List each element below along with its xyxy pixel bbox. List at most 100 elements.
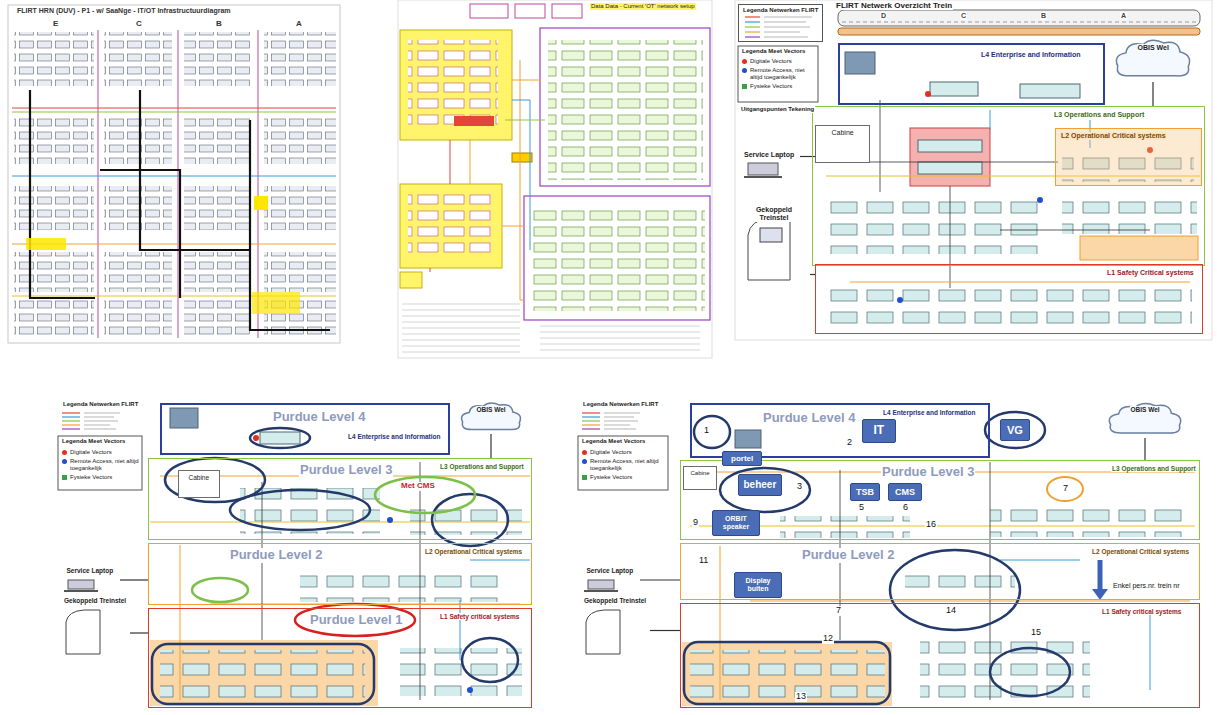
- callout-number: 2: [846, 438, 853, 448]
- region-label: L3 Operations and Support: [1111, 465, 1197, 472]
- car-letter: B: [1040, 12, 1047, 20]
- legend-entry: Fysieke Vectors: [742, 83, 816, 90]
- annotation-note: Met CMS: [400, 482, 436, 491]
- car-letter: C: [960, 12, 967, 20]
- callout-number: 11: [698, 556, 709, 566]
- legend-title: Legenda Meet Vectors: [741, 48, 806, 55]
- callout-number: 3: [796, 482, 803, 492]
- panel-title: FLIRT Netwerk Overzicht Trein: [835, 1, 953, 10]
- safety-level-region: L1 Safety Critical systems: [815, 264, 1203, 334]
- column-letter: C: [135, 20, 143, 29]
- annotation-tag: ORBIT speaker: [712, 510, 760, 536]
- column-letter: B: [215, 20, 223, 29]
- annotation-tag: beheer: [738, 474, 782, 496]
- device-block: Service Laptop: [580, 566, 640, 594]
- legend-swatch: [62, 459, 67, 464]
- box-label: Cabine: [831, 129, 855, 137]
- cabin-box: Cabine: [178, 470, 220, 498]
- tag-label: CMS: [894, 487, 916, 497]
- annotation-tag: Display buiten: [734, 572, 782, 598]
- region-label: Purdue Level 2: [801, 548, 895, 563]
- diagram-panel: FLIRT Netwerk Overzicht TreinLegenda Net…: [735, 0, 1212, 340]
- region-label: L2 Operational Critical systems: [424, 548, 523, 555]
- tag-label: VG: [1006, 424, 1024, 437]
- network-setup-thumbnail: [398, 0, 712, 358]
- legend-title: Legenda Netwerken FLIRT: [742, 7, 819, 14]
- device-label: Service Laptop: [743, 151, 795, 159]
- legend-swatch: [582, 450, 587, 455]
- legend-swatch: [742, 68, 747, 73]
- enterprise-level-region: Purdue Level 4L4 Enterprise and Informat…: [690, 403, 990, 458]
- box-label: Cabine: [188, 474, 211, 481]
- cabin-box: Cabine: [815, 125, 870, 163]
- callout-number: 14: [945, 606, 957, 616]
- device-block: Service Laptop: [738, 150, 800, 182]
- legend-text: Digitale Vectors: [750, 58, 816, 65]
- legend-entry: Digitale Vectors: [62, 449, 140, 456]
- car-letter: D: [880, 12, 887, 20]
- panel-title: Data Data - Current 'OT' network setup: [590, 3, 696, 10]
- tag-label: beheer: [743, 479, 778, 491]
- tag-label: IT: [873, 424, 886, 438]
- cabin-box: Cabine: [683, 466, 717, 490]
- legend-title: Legenda Netwerken FLIRT: [62, 401, 139, 408]
- connector-line: [650, 630, 680, 631]
- connector-line: [130, 632, 148, 633]
- callout-number: 6: [902, 503, 909, 513]
- connector-line: [640, 579, 680, 580]
- callout-number: 15: [1030, 628, 1042, 638]
- legend-text: Remote Access, niet altijd toegankelijk: [750, 67, 816, 81]
- callout-number: 7: [835, 606, 842, 616]
- region-label: L3 Operations and Support: [439, 463, 525, 470]
- callout-number: 16: [925, 520, 937, 530]
- legend-swatch: [742, 84, 747, 89]
- legend-text: Fysieke Vectors: [750, 83, 816, 90]
- device-block: Gekoppeld Treinstel: [580, 596, 650, 658]
- device-label: Service Laptop: [586, 567, 635, 574]
- region-label: L1 Safety Critical systems: [1106, 269, 1195, 277]
- legend-entry: Remote Access, niet altijd toegankelijk: [582, 458, 666, 472]
- cloud-path: [462, 403, 521, 429]
- legend-entry: Digitale Vectors: [742, 58, 816, 65]
- legend-swatch: [62, 450, 67, 455]
- operational-level-region: Purdue Level 2 L2 Operational Critical sy…: [148, 543, 532, 605]
- legend-box: Legenda Netwerken FLIRT: [738, 4, 823, 42]
- annotation-tag: CMS: [888, 483, 922, 501]
- region-label: Purdue Level 2: [229, 548, 323, 563]
- legend-text: Digitale Vectors: [590, 449, 666, 456]
- region-label: L1 Safety critical systems: [1101, 608, 1183, 615]
- legend-text: Remote Access, niet altijd toegankelijk: [70, 458, 140, 472]
- connector-line: [1144, 438, 1145, 460]
- region-label: Purdue Level 3: [299, 463, 393, 478]
- cloud-shape: OBIS Wel: [1112, 36, 1194, 82]
- callout-number: 13: [795, 692, 807, 702]
- operational-level-region: L2 Operational Critical systems: [1055, 128, 1202, 186]
- cloud-label: OBIS Wel: [476, 406, 507, 413]
- region-label: L2 Operational Critical systems: [1060, 132, 1167, 140]
- panel-title: FLIRT HRN (DUV) - P1 - w/ SaaNge - IT/OT…: [16, 7, 232, 15]
- enterprise-level-region: L4 Enterprise and Information: [838, 43, 1105, 105]
- region-label: Purdue Level 4: [272, 410, 366, 425]
- device-label: Gekoppeld Treinstel: [741, 206, 807, 222]
- connector-line: [120, 579, 148, 580]
- car-letter: A: [1120, 12, 1127, 20]
- legend-title: Legenda Meet Vectors: [581, 438, 646, 445]
- legend-text: Remote Access, niet altijd toegankelijk: [590, 458, 666, 472]
- tag-label: ORBIT speaker: [716, 515, 756, 531]
- note-heading: Uitgangspunten Tekening: [740, 106, 815, 113]
- callout-number: 7: [1062, 484, 1069, 494]
- cloud-outline: [1112, 36, 1194, 82]
- safety-level-region: Purdue Level 1L1 Safety critical systems: [148, 608, 532, 708]
- legend-swatch: [582, 459, 587, 464]
- tag-label: portel: [730, 454, 754, 463]
- legend-swatch: [62, 475, 67, 480]
- connector-line: [490, 434, 491, 458]
- connector-line: [1152, 82, 1153, 106]
- device-label: Gekoppeld Treinstel: [583, 597, 647, 604]
- infrastructure-thumbnail: [8, 5, 340, 343]
- device-label: Service Laptop: [66, 567, 115, 574]
- legend-entry: Remote Access, niet altijd toegankelijk: [742, 67, 816, 81]
- legend-entry: Fysieke Vectors: [582, 474, 666, 481]
- region-label: L1 Safety critical systems: [439, 613, 521, 620]
